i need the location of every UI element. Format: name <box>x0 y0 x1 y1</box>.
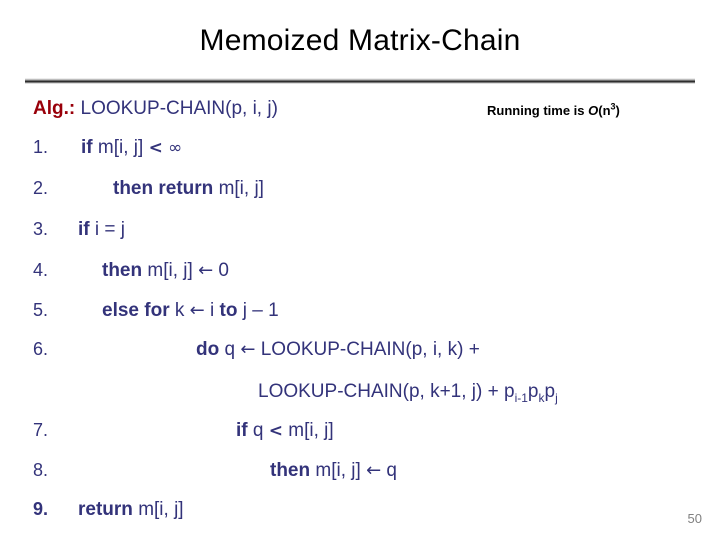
line-text: else for k ← i to j – 1 <box>102 301 279 320</box>
expression: k <box>174 300 190 321</box>
infinity-icon: ∞ <box>168 138 183 158</box>
keyword: to <box>219 300 243 321</box>
line-text: then return m[i, j] <box>113 179 264 198</box>
line-number: 2. <box>33 178 49 198</box>
expression: m[i, j] <box>147 260 199 281</box>
expression: q <box>224 339 241 360</box>
keyword: if <box>236 420 253 441</box>
page-title: Memoized Matrix-Chain <box>199 24 521 57</box>
big-o-symbol: O <box>588 103 599 118</box>
expression: 0 <box>213 260 230 281</box>
line-text: return m[i, j] <box>78 500 184 519</box>
expression: m[i, j] <box>283 420 334 441</box>
keyword: if <box>78 219 95 240</box>
running-time-note: Running time is O(n3) <box>487 101 620 118</box>
line-text: if m[i, j] < ∞ <box>81 138 182 157</box>
expression: p <box>527 381 539 402</box>
line-number: 7. <box>33 420 49 440</box>
expression: i <box>204 300 220 321</box>
subscript: j <box>555 390 558 405</box>
less-than-icon: < <box>268 421 283 441</box>
keyword: then <box>102 260 148 281</box>
line-number: 6. <box>33 339 49 359</box>
expression: m[i, j] <box>315 460 367 481</box>
line-number: 1. <box>33 137 49 157</box>
line-number: 5. <box>33 300 49 320</box>
subscript: k <box>538 390 545 405</box>
keyword: return <box>78 499 139 520</box>
left-arrow-icon: ← <box>366 460 382 481</box>
expression: j – 1 <box>242 300 279 321</box>
slide-number: 50 <box>687 511 702 526</box>
expression: m[i, j] <box>138 499 184 520</box>
expression: q <box>381 460 398 481</box>
expression: p <box>544 381 556 402</box>
line-number: 9. <box>33 499 49 519</box>
line-number: 8. <box>33 460 49 480</box>
expression: i = j <box>94 219 125 240</box>
line-text: then m[i, j] ← 0 <box>102 261 229 280</box>
line-number: 4. <box>33 260 49 280</box>
running-time-exponent: 3 <box>610 101 616 112</box>
line-text: then m[i, j] ← q <box>270 461 397 480</box>
line-number: 3. <box>33 219 49 239</box>
less-than-icon: < <box>148 138 163 158</box>
keyword: else for <box>102 300 175 321</box>
line-text: do q ← LOOKUP-CHAIN(p, i, k) + <box>196 340 480 359</box>
algorithm-signature: Alg.: LOOKUP-CHAIN(p, i, j) <box>33 98 278 120</box>
expression: LOOKUP-CHAIN(p, i, k) + <box>255 339 480 360</box>
subscript: i-1 <box>514 390 528 405</box>
line-text: if q < m[i, j] <box>236 421 334 440</box>
running-time-close: ) <box>615 103 620 118</box>
keyword: then <box>270 460 316 481</box>
left-arrow-icon: ← <box>189 300 205 321</box>
expression: m[i, j] <box>97 137 149 158</box>
expression: q <box>252 420 269 441</box>
left-arrow-icon: ← <box>198 260 214 281</box>
line-text: LOOKUP-CHAIN(p, k+1, j) + pi-1pkpj <box>258 381 558 404</box>
title-divider <box>25 78 695 84</box>
algorithm-label: Alg.: <box>33 98 76 119</box>
keyword: then return <box>113 178 219 199</box>
keyword: do <box>196 339 225 360</box>
keyword: if <box>81 137 98 158</box>
left-arrow-icon: ← <box>240 339 256 360</box>
algorithm-name: LOOKUP-CHAIN(p, i, j) <box>80 98 278 119</box>
running-time-open: (n <box>598 103 611 118</box>
line-text: if i = j <box>78 220 125 239</box>
expression: LOOKUP-CHAIN(p, k+1, j) + p <box>258 381 515 402</box>
expression: m[i, j] <box>218 178 264 199</box>
running-time-prefix: Running time is <box>487 103 589 118</box>
